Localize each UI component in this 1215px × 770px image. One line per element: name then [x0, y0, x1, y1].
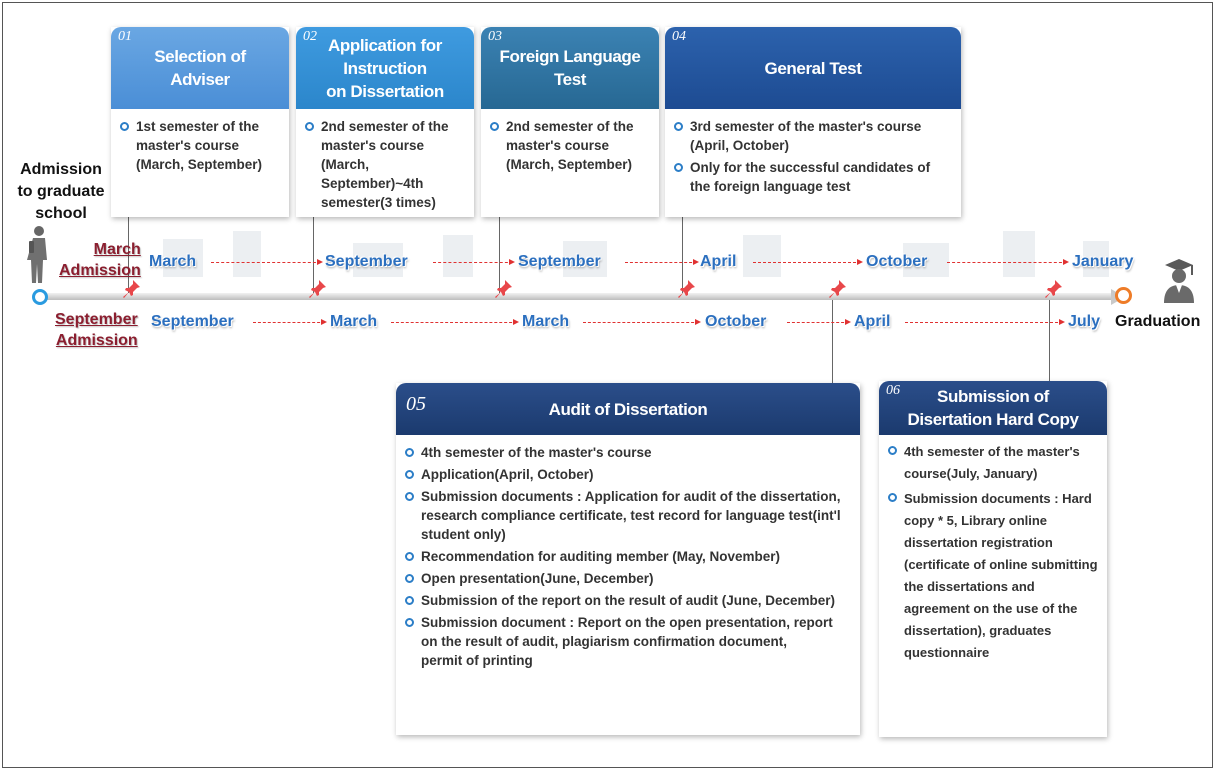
- march-row-arrow: [753, 259, 863, 265]
- timeline-end-marker: [1115, 287, 1132, 304]
- student-icon: [27, 226, 47, 283]
- step-06-header: 06 Submission of Disertation Hard Copy: [879, 381, 1107, 435]
- step-title: Selection of Adviser: [154, 47, 246, 89]
- timeline-start-marker: [32, 289, 48, 305]
- step-number: 02: [303, 29, 317, 44]
- step-title: Application for Instruction on Dissertat…: [326, 35, 444, 101]
- graduate-icon: [1164, 259, 1194, 303]
- step-bullet: 2nd semester of the master's course (Mar…: [489, 117, 651, 174]
- step-bullet: Recommendation for auditing member (May,…: [404, 547, 852, 566]
- step-bullet: Submission documents : Hard copy * 5, Li…: [887, 488, 1099, 664]
- graduation-label: Graduation: [1115, 313, 1201, 330]
- step-card-01: 01 Selection of Adviser 1st semester of …: [111, 27, 289, 217]
- step-number: 06: [886, 383, 900, 398]
- step-title: General Test: [764, 58, 862, 78]
- pushpin-icon: [495, 280, 512, 298]
- march-row-month: October: [866, 253, 928, 270]
- step-card-03: 03 Foreign Language Test 2nd semester of…: [481, 27, 659, 217]
- step-bullet: Open presentation(June, December): [404, 569, 852, 588]
- september-row-month: July: [1068, 313, 1101, 330]
- pushpin-icon: [309, 280, 326, 298]
- step-03-connector: [499, 217, 500, 295]
- step-bullet: 1st semester of the master's course (Mar…: [119, 117, 281, 174]
- march-row-month: September: [325, 253, 408, 270]
- march-admission-label: March Admission: [59, 241, 141, 279]
- march-row-arrow: [947, 259, 1069, 265]
- march-row-month: September: [518, 253, 601, 270]
- admission-label: Admission to graduate school: [17, 161, 105, 222]
- september-row-arrow: [583, 319, 701, 325]
- step-bullet: 4th semester of the master's course(July…: [887, 441, 1099, 485]
- pushpin-icon: [123, 280, 140, 298]
- timeline-bar: [41, 293, 1121, 300]
- september-row-arrow: [253, 319, 327, 325]
- step-bullet: 4th semester of the master's course: [404, 443, 852, 462]
- step-01-connector: [128, 215, 129, 295]
- step-04-header: 04 General Test: [665, 27, 961, 109]
- september-row-month: October: [705, 313, 767, 330]
- september-row-month: April: [854, 313, 891, 330]
- step-bullet: Only for the successful candidates of th…: [673, 158, 953, 196]
- step-number: 05: [406, 393, 426, 415]
- step-02-connector: [313, 217, 314, 295]
- march-row-month: April: [700, 253, 737, 270]
- step-02-header: 02 Application for Instruction on Disser…: [296, 27, 474, 109]
- step-number: 03: [488, 29, 502, 44]
- march-row-arrow: [625, 259, 699, 265]
- september-row-arrow: [905, 319, 1065, 325]
- step-card-04: 04 General Test 3rd semester of the mast…: [665, 27, 961, 217]
- pushpin-icon: [829, 280, 846, 298]
- step-title: Foreign Language Test: [499, 47, 641, 89]
- step-bullet: Submission of the report on the result o…: [404, 591, 852, 610]
- september-row-month: September: [151, 313, 234, 330]
- step-card-06: 06 Submission of Disertation Hard Copy 4…: [879, 381, 1107, 737]
- step-card-05: 05 Audit of Dissertation 4th semester of…: [396, 383, 860, 735]
- march-row-month: March: [149, 253, 197, 270]
- step-03-header: 03 Foreign Language Test: [481, 27, 659, 109]
- step-bullet: 3rd semester of the master's course (Apr…: [673, 117, 953, 155]
- september-row-arrow: [391, 319, 519, 325]
- september-row-arrow: [787, 319, 851, 325]
- step-bullet: Submission document : Report on the open…: [404, 613, 852, 670]
- step-number: 04: [672, 29, 686, 44]
- march-row-arrow: [433, 259, 515, 265]
- step-05-connector: [832, 299, 833, 383]
- step-title: Audit of Dissertation: [548, 399, 708, 419]
- pushpin-icon: [1045, 280, 1062, 298]
- step-01-header: 01 Selection of Adviser: [111, 27, 289, 109]
- pushpin-icon: [678, 280, 695, 298]
- september-row-month: March: [330, 313, 378, 330]
- march-row-month: January: [1072, 253, 1134, 270]
- step-06-connector: [1049, 299, 1050, 381]
- step-bullet: 2nd semester of the master's course (Mar…: [304, 117, 466, 212]
- september-row-month: March: [522, 313, 570, 330]
- march-row-arrow: [211, 259, 323, 265]
- step-card-02: 02 Application for Instruction on Disser…: [296, 27, 474, 217]
- step-number: 01: [118, 29, 132, 44]
- step-bullet: Submission documents : Application for a…: [404, 487, 852, 544]
- step-05-header: 05 Audit of Dissertation: [396, 383, 860, 435]
- step-title: Submission of Disertation Hard Copy: [907, 387, 1079, 429]
- step-04-connector: [682, 217, 683, 295]
- step-bullet: Application(April, October): [404, 465, 852, 484]
- september-admission-label: September Admission: [55, 311, 138, 349]
